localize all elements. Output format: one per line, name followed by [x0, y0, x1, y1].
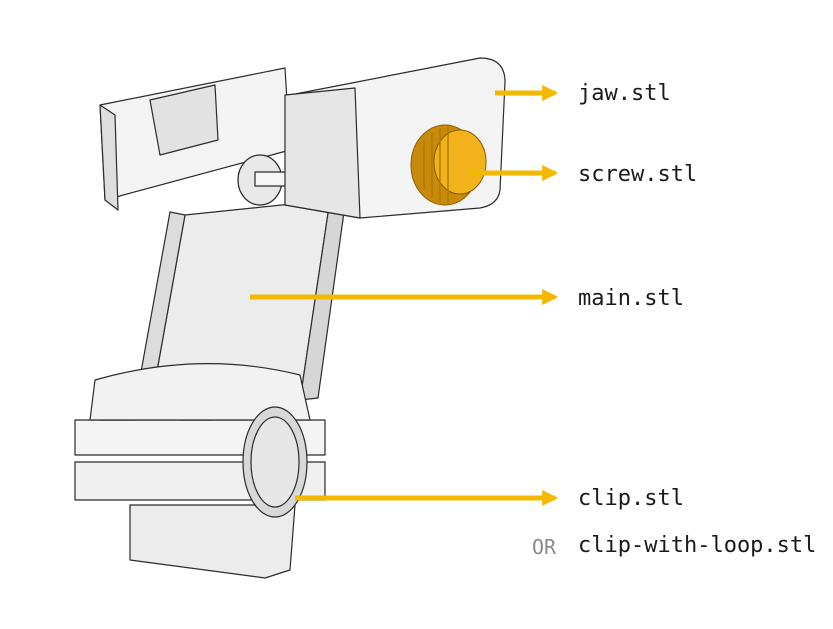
main-label: main.stl: [578, 286, 684, 311]
screw-part: [410, 124, 487, 206]
screw-label: screw.stl: [578, 162, 698, 187]
main-part: [134, 199, 346, 411]
left-holder: [99, 67, 316, 211]
clip-part: [74, 363, 326, 579]
jaw-label: jaw.stl: [578, 81, 671, 106]
clip-with-loop-label: clip-with-loop.stl: [578, 533, 817, 558]
callout-arrows: [250, 84, 559, 507]
or-label: OR: [532, 535, 557, 559]
clip-label: clip.stl: [578, 486, 684, 511]
